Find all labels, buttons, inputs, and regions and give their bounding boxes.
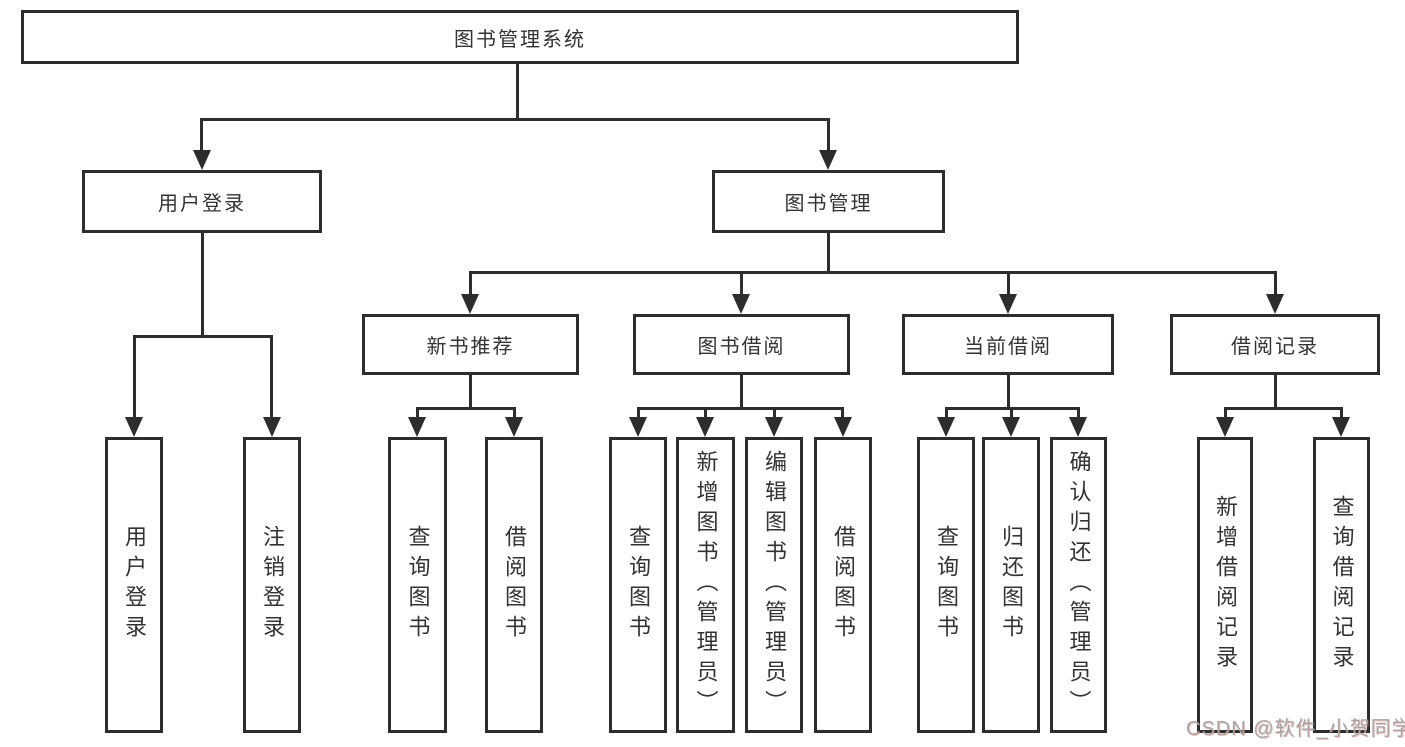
node-user-login-label: 用户登录 bbox=[158, 193, 246, 215]
connector-stub-book-borrow bbox=[740, 271, 743, 297]
node-book-borrow-label: 图书借阅 bbox=[697, 336, 786, 358]
connector-stub-bb-edit bbox=[773, 407, 776, 419]
arrow-to-book-management bbox=[819, 150, 837, 170]
arrow-to-borrow-records bbox=[1266, 294, 1284, 314]
arrow-to-nb-query bbox=[408, 417, 426, 437]
leaf-user-login-label: 用户登录 bbox=[122, 525, 147, 645]
leaf-logout: 注销登录 bbox=[243, 437, 301, 733]
leaf-nb-query-books: 查询图书 bbox=[388, 437, 447, 733]
connector-stub-leaf-logout bbox=[270, 335, 273, 419]
node-book-management: 图书管理 bbox=[712, 170, 945, 233]
connector-stub-nb-query bbox=[416, 407, 419, 419]
arrow-to-bb-edit bbox=[765, 417, 783, 437]
leaf-bb-query-books: 查询图书 bbox=[609, 437, 667, 733]
node-root: 图书管理系统 bbox=[21, 10, 1019, 64]
connector-stub-br-add bbox=[1224, 407, 1227, 419]
node-book-borrow: 图书借阅 bbox=[633, 314, 850, 375]
arrow-to-current-borrow bbox=[999, 294, 1017, 314]
arrow-to-new-book bbox=[461, 294, 479, 314]
connector-stub-new-book bbox=[469, 271, 472, 297]
node-current-borrow: 当前借阅 bbox=[902, 314, 1114, 375]
leaf-bb-query-books-label: 查询图书 bbox=[626, 525, 651, 645]
leaf-bb-borrow-books-label: 借阅图书 bbox=[831, 525, 856, 645]
connector-stub-user-login bbox=[200, 118, 203, 152]
connector-stub-nb-borrow bbox=[513, 407, 516, 419]
connector-level3-horizontal bbox=[469, 271, 1276, 274]
leaf-br-add-record: 新增借阅记录 bbox=[1197, 437, 1253, 733]
csdn-watermark: CSDN @软件_小贺同学 bbox=[1186, 718, 1405, 740]
connector-stub-cb-return bbox=[1010, 407, 1013, 419]
node-current-borrow-label: 当前借阅 bbox=[964, 336, 1052, 358]
leaf-cb-query-books-label: 查询图书 bbox=[934, 525, 959, 645]
arrow-to-cb-confirm bbox=[1069, 417, 1087, 437]
leaf-nb-borrow-books-label: 借阅图书 bbox=[502, 525, 527, 645]
connector-new-book-vertical bbox=[469, 375, 472, 410]
connector-stub-current-borrow bbox=[1007, 271, 1010, 297]
leaf-nb-borrow-books: 借阅图书 bbox=[485, 437, 543, 733]
node-root-label: 图书管理系统 bbox=[454, 28, 586, 51]
arrow-to-book-borrow bbox=[732, 294, 750, 314]
node-borrow-records: 借阅记录 bbox=[1170, 314, 1380, 375]
connector-user-login-vertical bbox=[201, 233, 204, 337]
connector-stub-bb-query bbox=[637, 407, 640, 419]
arrow-to-leaf-logout bbox=[263, 417, 281, 437]
connector-level2-horizontal bbox=[200, 118, 830, 121]
connector-stub-book-management bbox=[827, 118, 830, 152]
connector-stub-bb-borrow bbox=[841, 407, 844, 419]
leaf-cb-confirm-return-admin-label: 确认归还（管理员） bbox=[1066, 450, 1092, 720]
leaf-br-query-record: 查询借阅记录 bbox=[1313, 437, 1370, 733]
connector-stub-cb-query bbox=[945, 407, 948, 419]
arrow-to-nb-borrow bbox=[505, 417, 523, 437]
node-new-book-recommend-label: 新书推荐 bbox=[426, 336, 515, 358]
leaf-cb-return-book: 归还图书 bbox=[982, 437, 1040, 733]
connector-book-borrow-vertical bbox=[740, 375, 743, 410]
leaf-logout-label: 注销登录 bbox=[260, 525, 285, 645]
arrow-to-user-login bbox=[193, 150, 211, 170]
arrow-to-leaf-login bbox=[125, 417, 143, 437]
leaf-user-login: 用户登录 bbox=[105, 437, 163, 733]
arrow-to-bb-add bbox=[696, 417, 714, 437]
connector-current-borrow-vertical bbox=[1007, 375, 1010, 410]
connector-stub-borrow-records bbox=[1274, 271, 1277, 297]
connector-new-book-horizontal bbox=[416, 407, 516, 410]
connector-borrow-records-vertical bbox=[1274, 375, 1277, 410]
arrow-to-bb-query bbox=[629, 417, 647, 437]
connector-stub-bb-add bbox=[704, 407, 707, 419]
leaf-bb-edit-book-admin: 编辑图书（管理员） bbox=[745, 437, 803, 733]
arrow-to-br-query bbox=[1332, 417, 1350, 437]
leaf-nb-query-books-label: 查询图书 bbox=[405, 525, 431, 645]
leaf-cb-return-book-label: 归还图书 bbox=[999, 525, 1024, 645]
node-new-book-recommend: 新书推荐 bbox=[362, 314, 579, 375]
connector-user-login-horizontal bbox=[133, 335, 273, 338]
leaf-cb-confirm-return-admin: 确认归还（管理员） bbox=[1050, 437, 1107, 733]
node-user-login: 用户登录 bbox=[82, 170, 322, 233]
connector-stub-br-query bbox=[1340, 407, 1343, 419]
arrow-to-cb-return bbox=[1002, 417, 1020, 437]
arrow-to-br-add bbox=[1216, 417, 1234, 437]
leaf-br-query-record-label: 查询借阅记录 bbox=[1329, 495, 1355, 675]
connector-book-borrow-horizontal bbox=[637, 407, 844, 410]
connector-root-vertical bbox=[516, 64, 519, 120]
node-book-management-label: 图书管理 bbox=[784, 193, 873, 215]
connector-borrow-records-horizontal bbox=[1224, 407, 1343, 410]
leaf-cb-query-books: 查询图书 bbox=[917, 437, 975, 733]
connector-stub-leaf-login bbox=[133, 335, 136, 419]
arrow-to-bb-borrow bbox=[834, 417, 852, 437]
node-borrow-records-label: 借阅记录 bbox=[1231, 336, 1319, 358]
leaf-br-add-record-label: 新增借阅记录 bbox=[1213, 495, 1238, 675]
connector-stub-cb-confirm bbox=[1077, 407, 1080, 419]
leaf-bb-edit-book-admin-label: 编辑图书（管理员） bbox=[762, 450, 787, 720]
leaf-bb-borrow-books: 借阅图书 bbox=[814, 437, 872, 733]
connector-book-management-vertical bbox=[827, 233, 830, 274]
leaf-bb-add-book-admin: 新增图书（管理员） bbox=[676, 437, 735, 733]
leaf-bb-add-book-admin-label: 新增图书（管理员） bbox=[693, 450, 719, 720]
arrow-to-cb-query bbox=[937, 417, 955, 437]
